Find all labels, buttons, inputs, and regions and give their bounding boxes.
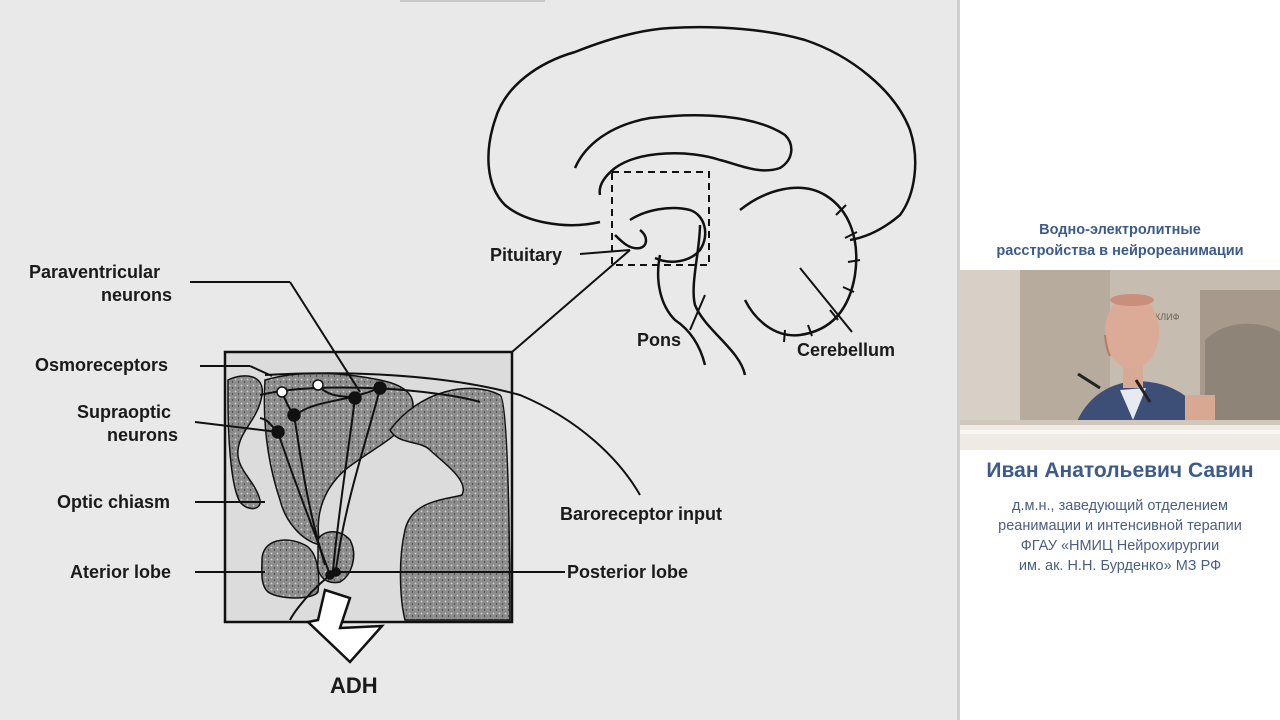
- adh-pathway-diagram: Pituitary Pons Cerebellum Paraventricula…: [29, 25, 917, 698]
- slide-top-line: [400, 0, 545, 2]
- label-optic-chiasm: Optic chiasm: [57, 492, 170, 512]
- speaker-desc-line: ФГАУ «НМИЦ Нейрохирургии: [1020, 538, 1220, 554]
- speaker-desc-line: им. ак. Н.Н. Бурденко» МЗ РФ: [1018, 558, 1222, 574]
- label-adh: ADH: [330, 673, 378, 698]
- speaker-video-frame: КЛИФ: [960, 270, 1280, 450]
- label-paraventricular: Paraventricular: [29, 262, 160, 282]
- label-posterior-lobe: Posterior lobe: [567, 562, 688, 582]
- label-osmoreceptors: Osmoreceptors: [35, 355, 168, 375]
- talk-title: Водно-электролитные расстройства в нейро…: [960, 220, 1280, 262]
- talk-title-line: расстройства в нейрореанимации: [996, 243, 1244, 259]
- label-baroreceptor-input: Baroreceptor input: [560, 504, 722, 524]
- slide-divider: [957, 0, 960, 720]
- speaker-desc-line: д.м.н., заведующий отделением: [1012, 498, 1228, 514]
- slide-area: Pituitary Pons Cerebellum Paraventricula…: [0, 0, 957, 720]
- label-pituitary: Pituitary: [490, 245, 562, 265]
- speaker-name: Иван Анатольевич Савин: [986, 459, 1254, 482]
- label-anterior-lobe: Aterior lobe: [70, 562, 171, 582]
- speaker-description: д.м.н., заведующий отделением реанимации…: [960, 496, 1280, 576]
- cerebellum-folia: [783, 204, 861, 343]
- pituitary-highlight-box: [611, 171, 710, 266]
- speaker-panel: Водно-электролитные расстройства в нейро…: [960, 0, 1280, 720]
- label-paraventricular-neurons: neurons: [101, 285, 172, 305]
- talk-title-line: Водно-электролитные: [1039, 222, 1201, 238]
- video-backdrop-text: КЛИФ: [1155, 312, 1180, 322]
- label-supraoptic-neurons: neurons: [107, 425, 178, 445]
- inset-label-leaders: [190, 281, 565, 573]
- label-pons: Pons: [637, 330, 681, 350]
- hypothalamus-inset: [223, 350, 641, 624]
- label-cerebellum: Cerebellum: [797, 340, 895, 360]
- adh-arrow: [305, 588, 385, 664]
- label-supraoptic: Supraoptic: [77, 402, 171, 422]
- brain-illustration: [487, 25, 917, 376]
- speaker-video: КЛИФ: [960, 270, 1280, 450]
- speaker-desc-line: реанимации и интенсивной терапии: [998, 518, 1242, 534]
- brain-label-leaders: [511, 249, 853, 353]
